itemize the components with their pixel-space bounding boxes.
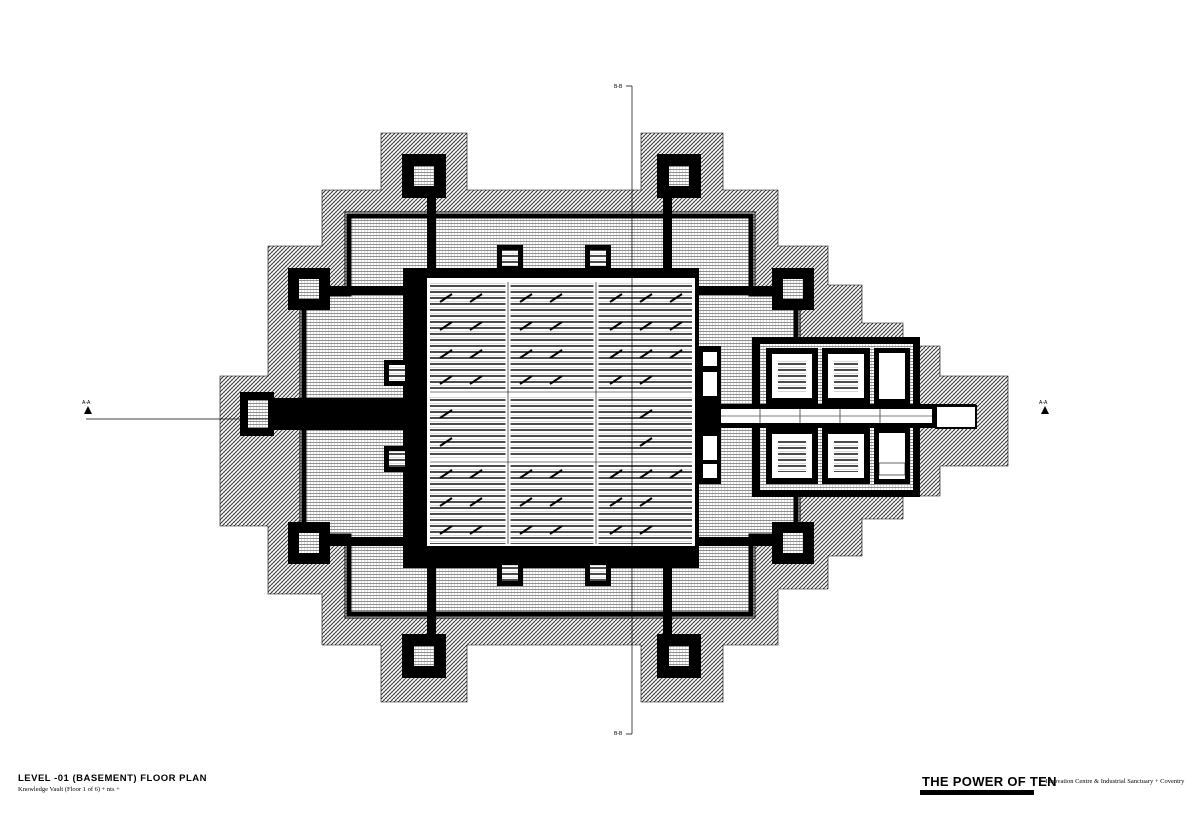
brand-underline: [920, 790, 1034, 795]
brand-name: THE POWER OF TEN: [922, 774, 1057, 789]
section-lines: [86, 85, 633, 735]
sheet-subtitle: Knowledge Vault (Floor 1 of 6) + nts +: [18, 786, 120, 793]
section-marker-right: A-A: [1039, 400, 1048, 406]
sheet-title: LEVEL -01 (BASEMENT) FLOOR PLAN: [18, 773, 207, 784]
north-arrow-icon: [1041, 406, 1049, 414]
east-wing: [700, 337, 977, 497]
pavilion-blocks: [240, 154, 814, 678]
section-marker-top: B-B: [614, 84, 623, 90]
brand-tagline: + Innovation Centre & Industrial Sanctua…: [1040, 778, 1185, 785]
section-marker-left: A-A: [82, 400, 91, 406]
section-marker-bottom: B-B: [614, 731, 623, 737]
stair-cores: [384, 245, 721, 586]
vault-hall: [403, 268, 699, 568]
north-arrow-icon: [84, 406, 92, 414]
